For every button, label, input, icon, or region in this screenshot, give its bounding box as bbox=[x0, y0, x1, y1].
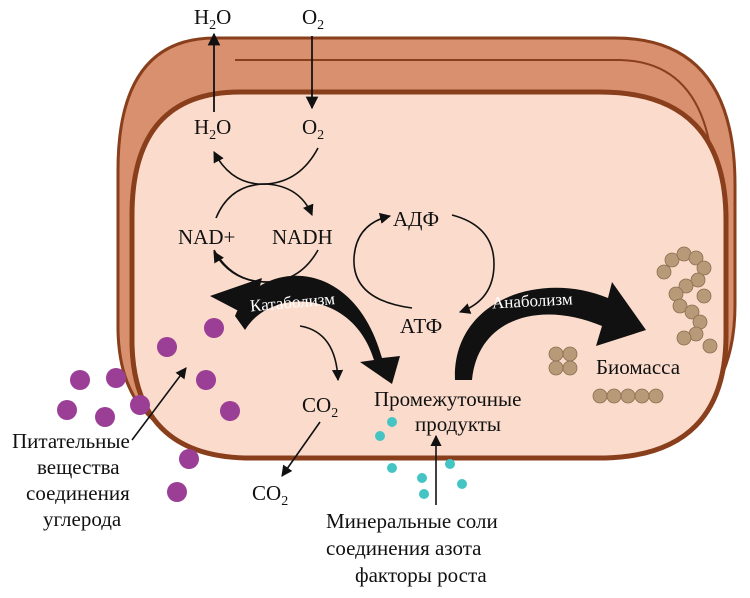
intermediates-line-1: Промежуточные bbox=[374, 387, 521, 411]
nutrient-molecules bbox=[57, 318, 240, 502]
atp-adp-right-arc bbox=[451, 214, 495, 314]
intermediates-line-2: продукты bbox=[415, 412, 501, 436]
nutrients-line-3: соединения bbox=[26, 481, 130, 505]
atp-adp-left-arc bbox=[353, 212, 413, 309]
cell bbox=[116, 36, 737, 461]
mineral-molecules bbox=[375, 417, 467, 499]
biomass-chain-icon bbox=[656, 246, 718, 354]
nad-cycle-left-arc bbox=[215, 183, 314, 219]
anabolism-arrow: Анаболизм bbox=[454, 282, 646, 380]
atp-label: АТФ bbox=[400, 314, 442, 338]
biomass-cluster-icon bbox=[548, 346, 578, 376]
nutrient-uptake-arrow bbox=[131, 367, 187, 441]
anabolism-label: Анаболизм bbox=[491, 289, 573, 312]
nad-plus-label: NAD+ bbox=[178, 225, 235, 249]
co2-production-arrow bbox=[299, 325, 344, 382]
o2-out-label: O2 bbox=[302, 5, 324, 33]
nadh-label: NADH bbox=[272, 225, 333, 249]
minerals-line-3: факторы роста bbox=[355, 563, 487, 587]
minerals-line-2: соединения азота bbox=[326, 536, 482, 560]
nutrients-line-2: вещества bbox=[37, 455, 120, 479]
co2-out-label: CO2 bbox=[252, 481, 288, 509]
minerals-line-1: Минеральные соли bbox=[326, 509, 498, 533]
h2o-out-label: H2O bbox=[194, 5, 231, 33]
nutrients-line-1: Питательные bbox=[12, 429, 130, 453]
adp-label: АДФ bbox=[393, 207, 439, 231]
biomass-label: Биомасса bbox=[596, 355, 681, 379]
co2-out-arrow bbox=[281, 421, 321, 477]
h2o-in-label: H2O bbox=[194, 115, 231, 143]
biomass-row-icon bbox=[592, 388, 664, 404]
nutrients-line-4: углерода bbox=[43, 507, 122, 531]
co2-in-label: CO2 bbox=[302, 393, 338, 421]
o2-in-label: O2 bbox=[302, 115, 324, 143]
cytoplasm bbox=[129, 89, 729, 461]
